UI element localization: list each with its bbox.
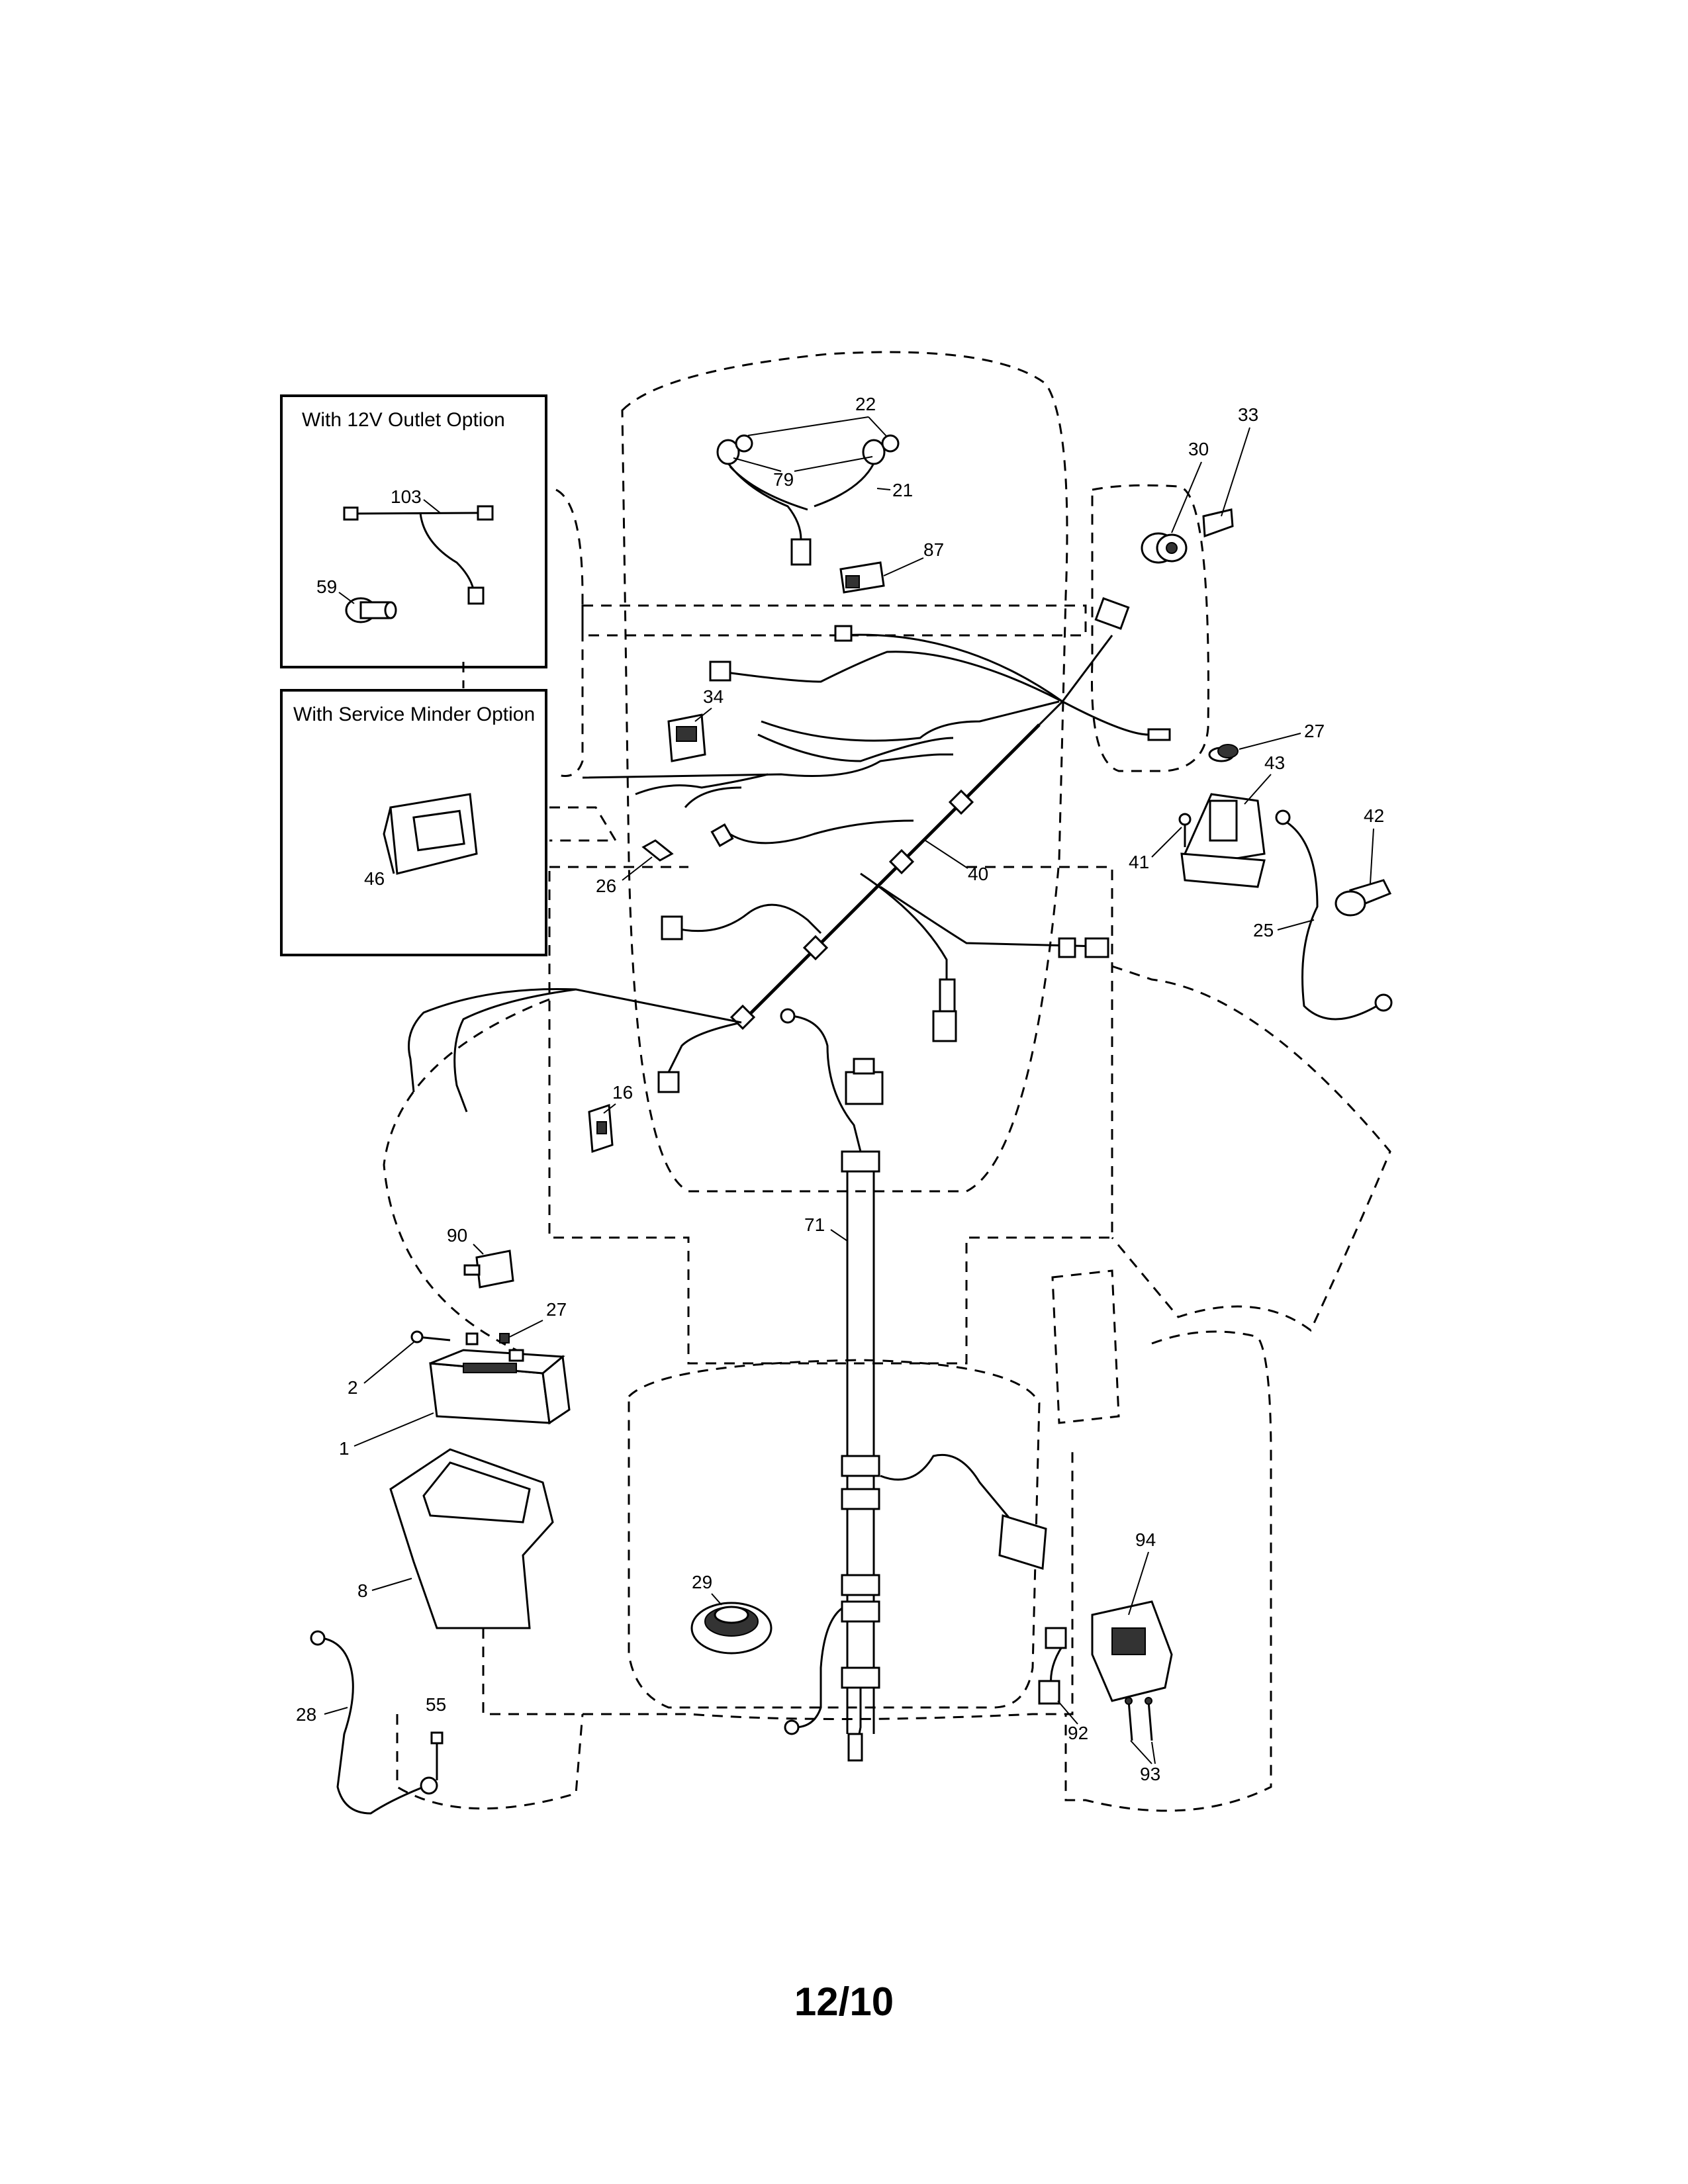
callout-33: 33	[1238, 404, 1258, 425]
callout-46: 46	[364, 868, 385, 889]
tractor-frame-outline	[383, 351, 1391, 1812]
callout-87: 87	[923, 539, 944, 560]
callout-28: 28	[296, 1704, 316, 1725]
callout-41: 41	[1129, 852, 1149, 872]
page-code: 12/10	[794, 1979, 894, 2024]
service-minder-option-title: With Service Minder Option	[293, 704, 535, 725]
callout-59: 59	[316, 576, 337, 597]
battery-cable	[310, 1630, 438, 1815]
callout-42: 42	[1364, 805, 1384, 826]
callout-8: 8	[357, 1580, 368, 1601]
fuse-icon	[641, 839, 674, 862]
outlet-option-box: With 12V Outlet Option	[280, 394, 547, 668]
callout-27-top: 27	[1304, 721, 1325, 741]
service-minder-option-box: With Service Minder Option	[280, 689, 547, 956]
headlight-plug	[790, 538, 812, 566]
ignition-key-icon	[1202, 508, 1234, 538]
callout-30: 30	[1188, 439, 1209, 459]
brake-switch-screws-icon	[1125, 1697, 1153, 1741]
battery-bolt-icon	[410, 1330, 479, 1345]
rear-wire-harness	[784, 1150, 1047, 1762]
terminal-boot-icon	[1335, 879, 1392, 917]
callout-29: 29	[692, 1572, 712, 1592]
callout-40: 40	[968, 864, 988, 884]
ignition-switch-icon	[1141, 532, 1188, 564]
callout-79: 79	[773, 469, 794, 490]
callout-25: 25	[1253, 920, 1274, 940]
callout-16: 16	[612, 1082, 633, 1103]
callout-93: 93	[1140, 1764, 1160, 1784]
callout-labels: 103 59 46 22 79 21 87 33 30 34 27 43 41 …	[296, 394, 1384, 1784]
outlet-connector-bottom	[467, 586, 485, 605]
callout-90: 90	[447, 1225, 467, 1246]
callout-103: 103	[391, 486, 422, 507]
battery-icon	[429, 1349, 571, 1425]
brake-switch-icon	[1038, 1600, 1173, 1705]
outlet-connector-left	[343, 506, 359, 521]
power-outlet-icon	[345, 597, 397, 623]
callout-1: 1	[339, 1438, 350, 1459]
battery-nut-icon	[499, 1333, 510, 1343]
headlight-assembly	[716, 434, 900, 566]
seat-switch-icon	[690, 1602, 773, 1655]
callout-43: 43	[1264, 752, 1285, 773]
outlet-option-title: With 12V Outlet Option	[302, 409, 505, 431]
battery-tray-icon	[389, 1448, 554, 1629]
callout-26: 26	[596, 876, 616, 896]
interlock-switch-icon	[588, 1103, 614, 1154]
pto-switch-icon	[667, 713, 706, 762]
callout-94: 94	[1135, 1529, 1156, 1550]
ground-wire	[780, 1008, 884, 1152]
solenoid-cable	[1275, 809, 1393, 1021]
callout-22: 22	[855, 394, 876, 414]
lock-nut-icon	[1217, 744, 1239, 758]
callout-34: 34	[703, 686, 724, 707]
main-wire-harness	[408, 597, 1171, 1113]
starter-solenoid-icon	[1180, 747, 1266, 888]
cable-bolt-icon	[430, 1731, 444, 1780]
callout-71: 71	[804, 1214, 825, 1235]
callout-21: 21	[892, 480, 913, 500]
callout-92: 92	[1068, 1723, 1088, 1743]
solenoid-bolt-icon	[1178, 813, 1192, 847]
outlet-connector-right	[477, 505, 494, 521]
service-minder-display-icon	[383, 793, 478, 875]
callout-55: 55	[426, 1694, 446, 1715]
hour-meter-icon	[463, 1250, 514, 1289]
relay-icon	[839, 561, 885, 594]
callout-2: 2	[348, 1377, 358, 1398]
callout-27-battery: 27	[546, 1299, 567, 1320]
